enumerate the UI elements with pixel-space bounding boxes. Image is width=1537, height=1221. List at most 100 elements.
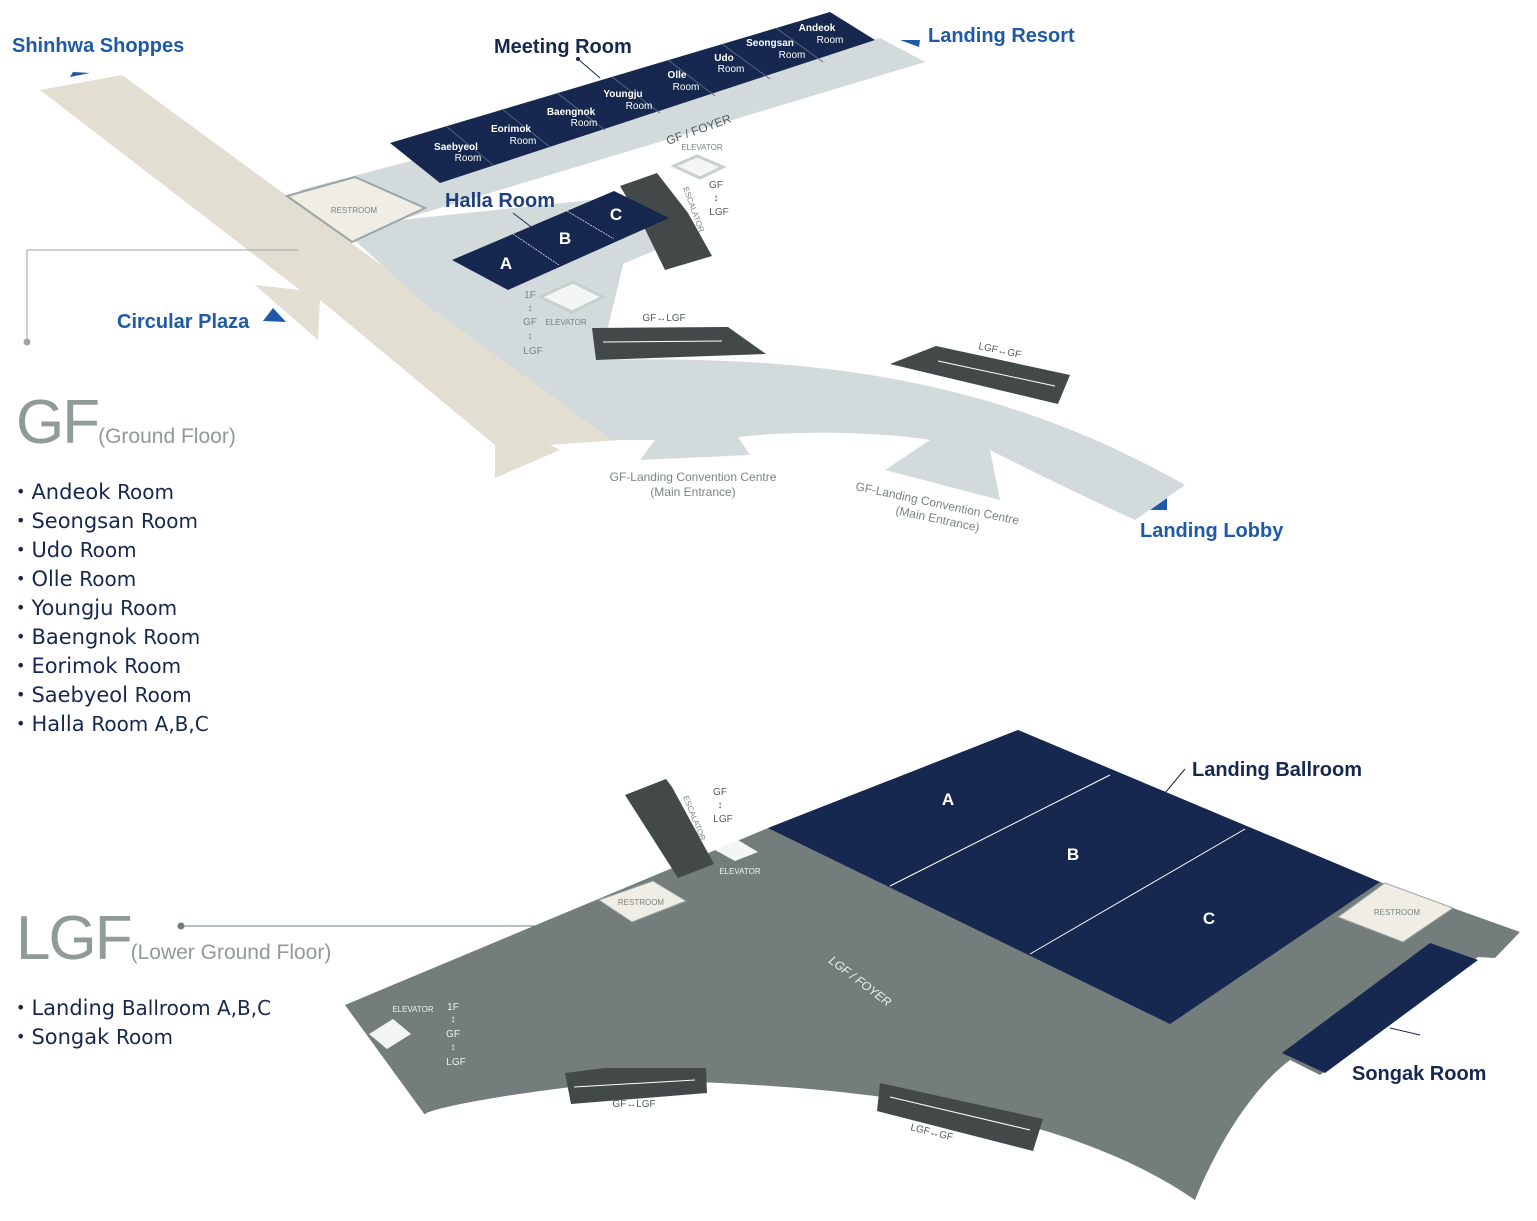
- gf-restroom: [284, 175, 428, 244]
- svg-text:Room: Room: [571, 118, 598, 129]
- floor-tag: ↕: [451, 1042, 456, 1053]
- floor-tag: GF: [446, 1029, 460, 1040]
- lgf-code: LGF: [16, 904, 133, 973]
- list-item: Songak Room: [16, 1023, 271, 1052]
- arrow-icon: [263, 308, 286, 322]
- lgf-heading: LGF(Lower Ground Floor): [16, 908, 331, 970]
- lgf-restroom-right-label: RESTROOM: [1374, 908, 1421, 917]
- arrow-icon: [70, 72, 90, 77]
- lgf-subtitle: (Lower Ground Floor): [130, 941, 332, 964]
- svg-text:A: A: [942, 790, 954, 809]
- gf-elevator-top-label: ELEVATOR: [681, 143, 723, 152]
- ballroom-leader: [1164, 768, 1186, 794]
- lgf-elevator-top: [715, 840, 758, 861]
- arrow-icon: [900, 40, 920, 47]
- lgf-elevator-left-label: ELEVATOR: [392, 1005, 434, 1014]
- dest-circular-plaza[interactable]: Circular Plaza: [117, 311, 250, 333]
- gf-restroom-label: RESTROOM: [331, 206, 378, 215]
- gf-heading: GF(Ground Floor): [16, 392, 236, 454]
- gf-escalator-left: [592, 327, 766, 360]
- meeting-room-label: Meeting Room: [494, 36, 632, 58]
- svg-text:Seongsan: Seongsan: [746, 38, 794, 49]
- svg-text:Youngju: Youngju: [603, 89, 642, 100]
- songak-room-label: Songak Room: [1352, 1063, 1486, 1085]
- lgf-elevator-left: [369, 1019, 411, 1049]
- gf-escalator-left-label: GF↔LGF: [642, 313, 685, 324]
- gf-leader-line: [26, 249, 298, 342]
- list-item: Olle Room: [16, 565, 209, 594]
- entrance-1-sub: (Main Entrance): [650, 485, 735, 499]
- svg-text:A: A: [500, 254, 512, 273]
- dest-landing-resort[interactable]: Landing Resort: [928, 25, 1075, 47]
- floor-tag: LGF: [713, 814, 732, 825]
- landing-ballroom: A B C: [768, 730, 1380, 1024]
- gf-elevator-mid: [536, 280, 607, 314]
- gf-code: GF: [16, 388, 100, 457]
- lgf-restroom-left: [597, 880, 688, 923]
- lgf-restroom-left-label: RESTROOM: [618, 898, 665, 907]
- floor-tag: LGF: [523, 346, 542, 357]
- floor-tag: ↕: [528, 331, 533, 342]
- floor-tag: GF: [709, 180, 723, 191]
- list-item: Eorimok Room: [16, 652, 209, 681]
- arrow-line: [573, 1079, 696, 1088]
- floor-tag: ↕: [528, 303, 533, 314]
- floor-tag: ↕: [718, 800, 723, 811]
- gf-escalator: [620, 173, 712, 270]
- songak-room: [1282, 943, 1478, 1073]
- floor-tag: ↕: [714, 193, 719, 204]
- arrow-line: [602, 340, 723, 343]
- list-item: Saebyeol Room: [16, 681, 209, 710]
- svg-text:Room: Room: [510, 136, 537, 147]
- svg-text:Saebyeol: Saebyeol: [434, 142, 478, 153]
- dest-landing-lobby[interactable]: Landing Lobby: [1140, 520, 1284, 542]
- songak-leader: [1389, 1027, 1421, 1036]
- floor-tag: LGF: [709, 207, 728, 218]
- gf-room-list: Andeok Room Seongsan Room Udo Room Olle …: [16, 478, 209, 739]
- svg-text:Room: Room: [779, 50, 806, 61]
- gf-subtitle: (Ground Floor): [98, 425, 236, 448]
- lgf-elevator-top-label: ELEVATOR: [719, 867, 761, 876]
- gf-elevator-mid-label: ELEVATOR: [545, 318, 587, 327]
- list-item: Landing Ballroom A,B,C: [16, 994, 271, 1023]
- svg-text:C: C: [1203, 909, 1215, 928]
- arrow-icon: [1150, 498, 1167, 510]
- svg-text:Olle: Olle: [668, 70, 687, 81]
- svg-text:Room: Room: [626, 101, 653, 112]
- svg-text:Room: Room: [817, 35, 844, 46]
- floor-tag: GF: [523, 317, 537, 328]
- halla-leader: [512, 212, 544, 237]
- shinhwa-walkway: [40, 75, 620, 478]
- floor-tag: LGF: [446, 1057, 465, 1068]
- landing-ballroom-label: Landing Ballroom: [1192, 759, 1362, 781]
- gf-foyer-floor: [300, 38, 1185, 520]
- leader-dot: [576, 57, 580, 61]
- halla-room-label: Halla Room: [445, 190, 555, 212]
- svg-text:Room: Room: [718, 64, 745, 75]
- dest-shinhwa-shoppes[interactable]: Shinhwa Shoppes: [12, 35, 184, 57]
- gf-elevator-top: [670, 154, 727, 180]
- list-item: Youngju Room: [16, 594, 209, 623]
- meeting-room-labels: Saebyeol Room Eorimok Room Baengnok Room…: [434, 23, 843, 164]
- arrow-line: [889, 1096, 1031, 1131]
- svg-text:B: B: [1067, 845, 1079, 864]
- lgf-escalator: [625, 779, 714, 878]
- lgf-restroom-right: [1336, 882, 1455, 943]
- meeting-rooms: [390, 12, 875, 183]
- leader-dot: [23, 338, 31, 346]
- arrow-line: [937, 360, 1056, 387]
- list-item: Andeok Room: [16, 478, 209, 507]
- entrance-1-label: GF-Landing Convention Centre: [610, 470, 777, 484]
- list-item: Udo Room: [16, 536, 209, 565]
- list-item: Halla Room A,B,C: [16, 710, 208, 739]
- gf-escalator-right: [890, 346, 1070, 404]
- lgf-room-list: Landing Ballroom A,B,C Songak Room: [16, 994, 271, 1052]
- list-item: Seongsan Room: [16, 507, 209, 536]
- svg-text:Room: Room: [673, 82, 700, 93]
- list-item: Baengnok Room: [16, 623, 209, 652]
- floor-tag: 1F: [447, 1002, 459, 1013]
- floor-tag: ↕: [451, 1014, 456, 1025]
- svg-text:Baengnok: Baengnok: [547, 107, 596, 118]
- leader-dot: [177, 922, 185, 930]
